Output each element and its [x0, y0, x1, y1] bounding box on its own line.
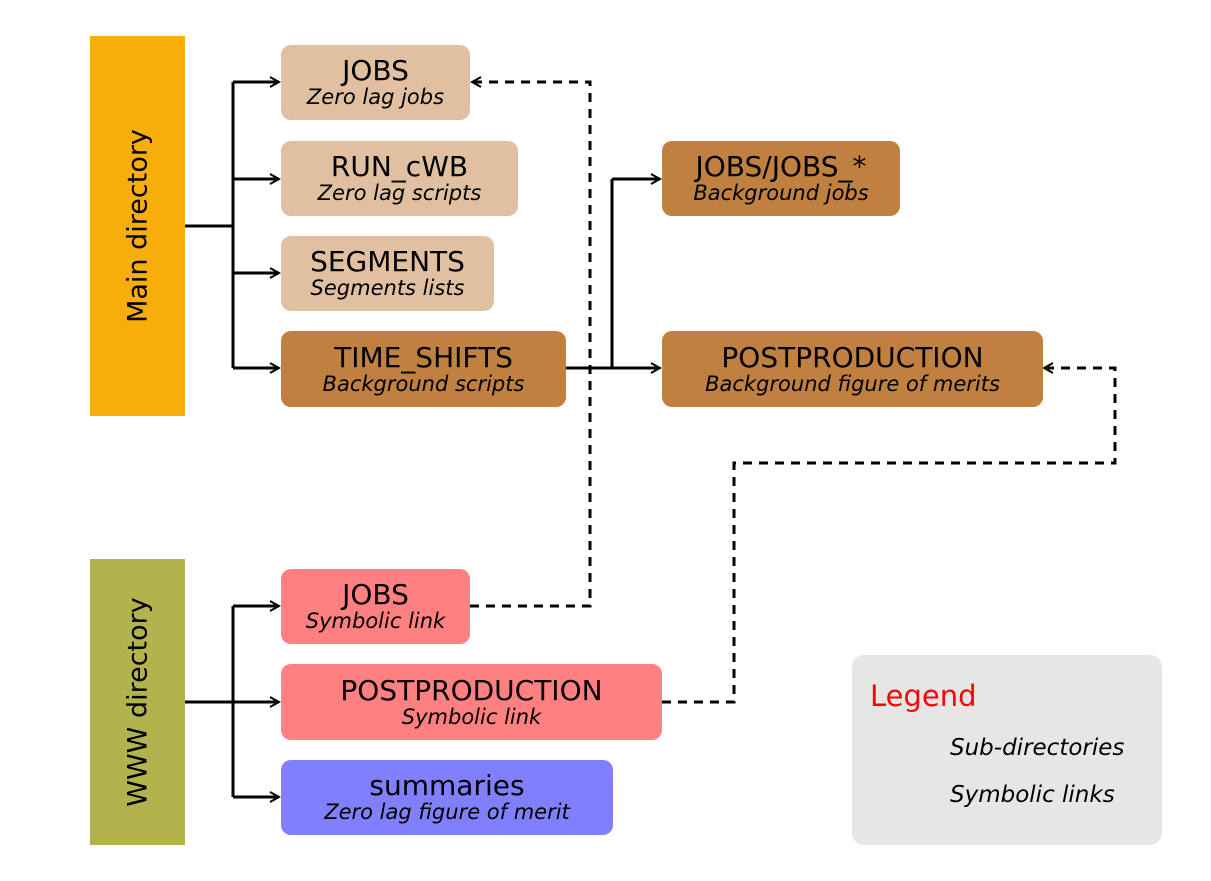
node-www-jobs: JOBS Symbolic link [281, 569, 470, 644]
node-jobs-subtitle: Zero lag jobs [306, 85, 445, 110]
node-jobs-star-title: JOBS/JOBS_* [695, 150, 867, 184]
node-www-postproduction-subtitle: Symbolic link [401, 704, 542, 729]
node-www-jobs-subtitle: Symbolic link [305, 609, 446, 634]
legend-title: Legend [870, 679, 977, 713]
www-directory-label: WWW directory [122, 597, 153, 807]
legend-item-symbolic-links: Symbolic links [950, 782, 1115, 808]
node-jobs-title: JOBS [342, 54, 409, 88]
node-summaries-title: summaries [369, 769, 525, 803]
node-www-postproduction: POSTPRODUCTION Symbolic link [281, 664, 662, 740]
node-time-shifts-title: TIME_SHIFTS [334, 340, 513, 374]
node-postproduction-title: POSTPRODUCTION [721, 340, 984, 374]
symlink-postproduction [662, 368, 1117, 704]
node-jobs: JOBS Zero lag jobs [281, 45, 470, 120]
node-run-cwb-subtitle: Zero lag scripts [317, 181, 482, 206]
node-summaries-subtitle: Zero lag figure of merit [324, 800, 570, 825]
node-run-cwb-title: RUN_cWB [330, 150, 469, 184]
main-directory-bar: Main directory [90, 36, 185, 416]
main-directory-label: Main directory [122, 129, 153, 323]
node-postproduction: POSTPRODUCTION Background figure of meri… [662, 331, 1043, 407]
node-www-jobs-title: JOBS [342, 578, 409, 612]
node-run-cwb: RUN_cWB Zero lag scripts [281, 141, 518, 216]
node-www-postproduction-title: POSTPRODUCTION [340, 673, 603, 707]
node-segments-title: SEGMENTS [310, 245, 465, 279]
legend-box: Legend Sub-directories Symbolic links [852, 655, 1162, 845]
node-postproduction-subtitle: Background figure of merits [705, 371, 1000, 396]
node-segments-subtitle: Segments lists [310, 276, 465, 301]
node-jobs-star-subtitle: Background jobs [693, 181, 869, 206]
node-segments: SEGMENTS Segments lists [281, 236, 494, 311]
node-time-shifts-subtitle: Background scripts [322, 371, 525, 396]
node-jobs-star: JOBS/JOBS_* Background jobs [662, 141, 900, 216]
node-time-shifts: TIME_SHIFTS Background scripts [281, 331, 566, 407]
legend-item-sub-directories: Sub-directories [950, 735, 1125, 761]
node-summaries: summaries Zero lag figure of merit [281, 760, 613, 835]
www-directory-bar: WWW directory [90, 559, 185, 845]
